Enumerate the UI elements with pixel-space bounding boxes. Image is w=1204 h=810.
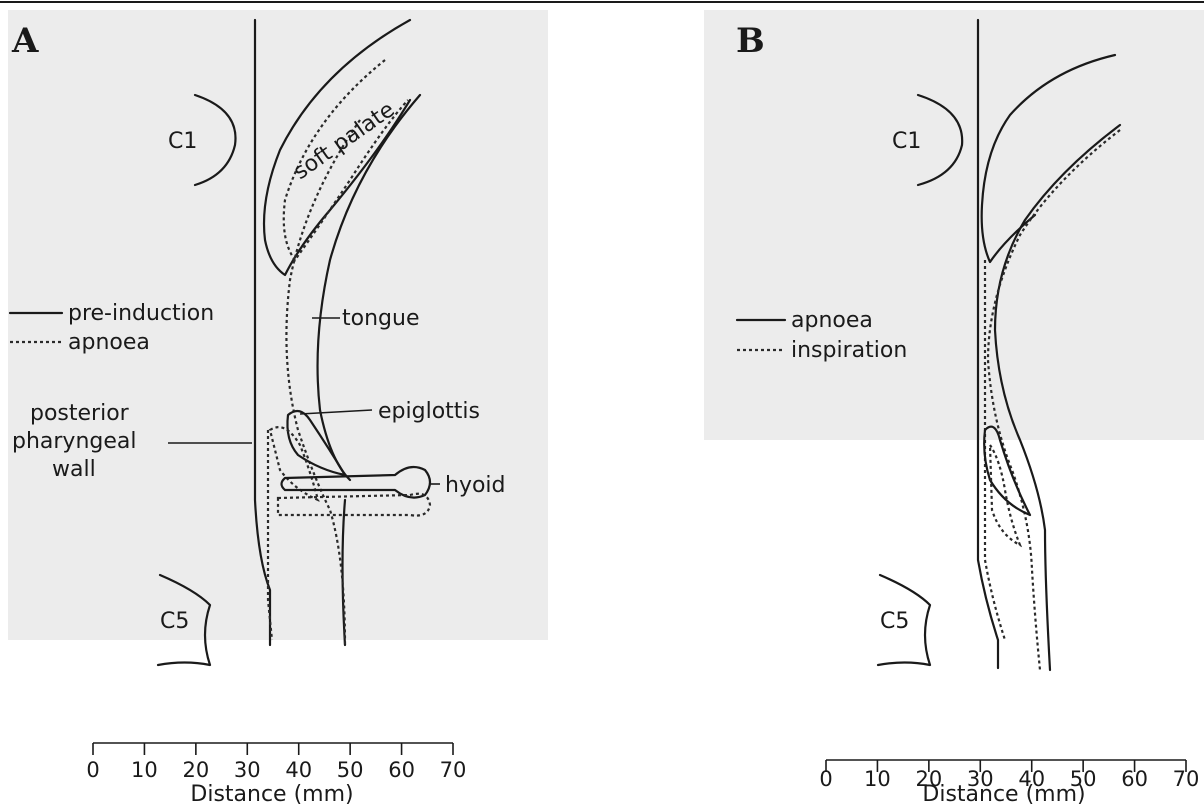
- panel-a-legend-dotted-label: apnoea: [68, 330, 150, 355]
- panel-a-axis-title: Distance (mm): [190, 782, 353, 807]
- panel-a-posterior-label-1: posterior: [30, 401, 130, 426]
- axis-tick-label: 0: [819, 767, 832, 791]
- axis-tick-label: 0: [86, 758, 99, 782]
- axis-tick-label: 10: [864, 767, 891, 791]
- axis-tick-label: 70: [440, 758, 467, 782]
- panel-a-posterior-label-2: pharyngeal: [12, 429, 137, 454]
- panel-a-hyoid-label: hyoid: [445, 473, 506, 498]
- panel-b-legend-solid-label: apnoea: [791, 308, 873, 333]
- axis-tick-label: 40: [285, 758, 312, 782]
- axis-tick-label: 60: [1121, 767, 1148, 791]
- panel-a-distance-axis: 0 10 20 30 40 50 60 70 Distance (mm): [86, 743, 466, 807]
- panel-b-c5-label: C5: [880, 609, 909, 634]
- panel-b-c1-label: C1: [892, 129, 921, 154]
- axis-tick-label: 20: [182, 758, 209, 782]
- axis-tick-label: 50: [337, 758, 364, 782]
- axis-tick-label: 70: [1173, 767, 1200, 791]
- panel-a-posterior-label-3: wall: [52, 457, 96, 482]
- panel-a-tongue-label: tongue: [342, 306, 419, 331]
- panel-a-epiglottis-label: epiglottis: [378, 399, 480, 424]
- axis-tick-label: 30: [234, 758, 261, 782]
- panel-b-legend-dotted-label: inspiration: [791, 338, 907, 363]
- panel-a-letter: A: [11, 21, 39, 61]
- panel-b-letter: B: [736, 21, 765, 61]
- panel-a-c5-label: C5: [160, 609, 189, 634]
- panel-b-epiglottis-inspiration: [990, 445, 1020, 545]
- axis-tick-label: 60: [388, 758, 415, 782]
- panel-b-background: [704, 10, 1204, 440]
- panel-b-axis-title: Distance (mm): [922, 782, 1085, 807]
- panel-a-legend-solid-label: pre-induction: [68, 301, 214, 326]
- axis-tick-label: 10: [131, 758, 158, 782]
- panel-a-c1-label: C1: [168, 129, 197, 154]
